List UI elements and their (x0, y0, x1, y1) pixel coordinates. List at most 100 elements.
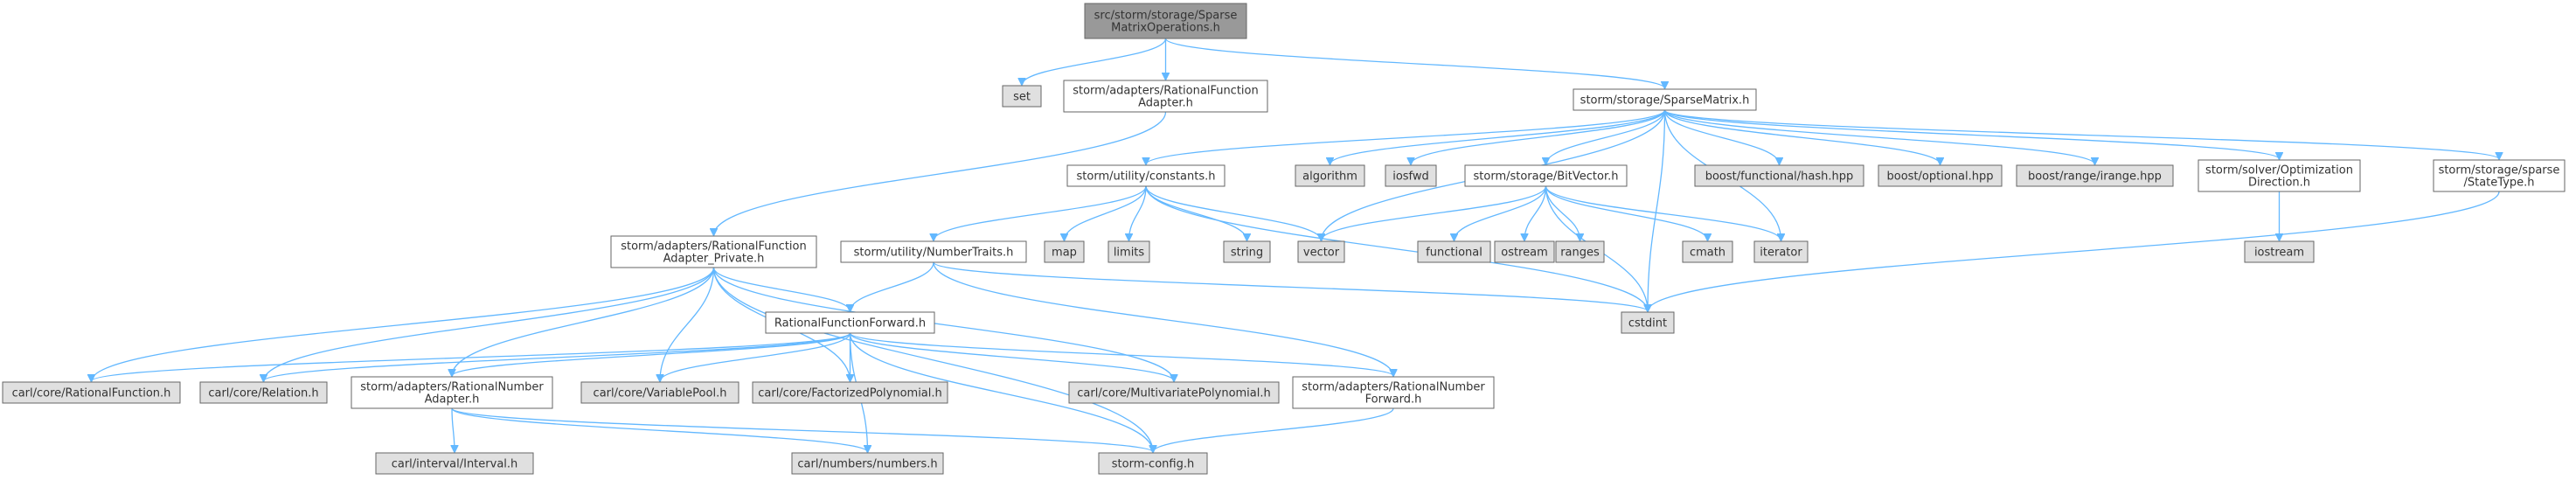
node-label: carl/interval/Interval.h (392, 458, 518, 471)
node-nt[interactable]: storm/utility/NumberTraits.h (840, 240, 1027, 263)
node-box (2198, 159, 2361, 192)
node-box (1694, 164, 1864, 187)
edge-cst-to-vector (1145, 185, 1322, 240)
node-set: set (1002, 85, 1042, 108)
node-sm[interactable]: storm/storage/SparseMatrix.h (1573, 88, 1757, 111)
node-label: iostream (2254, 247, 2304, 260)
node-box (1084, 3, 1247, 39)
edge-bv-to-ranges (1545, 185, 1580, 240)
node-label: functional (1426, 247, 1482, 260)
node-cst[interactable]: storm/utility/constants.h (1066, 164, 1226, 187)
node-label: storm/adapters/RationalFunction (1073, 85, 1259, 98)
node-bv[interactable]: storm/storage/BitVector.h (1464, 164, 1628, 187)
node-cvp: carl/core/VariablePool.h (580, 381, 739, 404)
edge-rfap-to-cmp (712, 267, 1175, 381)
node-ostream: ostream (1494, 240, 1555, 263)
node-label: RationalFunctionForward.h (774, 317, 926, 330)
edge-sm-to-algorithm (1330, 109, 1666, 164)
node-label: carl/core/RationalFunction.h (12, 387, 171, 400)
edge-sm-to-hash (1663, 109, 1780, 164)
node-label: storm-config.h (1112, 458, 1194, 471)
node-label: ostream (1501, 247, 1548, 260)
node-root[interactable]: src/storm/storage/SparseMatrixOperations… (1084, 3, 1247, 39)
edge-rff-to-cvp (660, 332, 851, 381)
node-label: cmath (1690, 247, 1725, 260)
node-box (1068, 381, 1280, 404)
node-rff[interactable]: RationalFunctionForward.h (765, 311, 935, 334)
node-label: storm/utility/constants.h (1077, 170, 1216, 184)
node-box (1753, 240, 1809, 263)
node-algorithm: algorithm (1295, 164, 1365, 187)
node-label: MatrixOperations.h (1111, 22, 1220, 35)
node-box (1555, 240, 1605, 263)
edge-bv-to-ostream (1524, 185, 1547, 240)
edge-sm-to-optional (1663, 109, 1941, 164)
node-sconf: storm-config.h (1098, 452, 1208, 475)
edge-rnf-to-sconf (1153, 407, 1394, 452)
node-box (1297, 240, 1345, 263)
node-label: carl/core/MultivariatePolynomial.h (1077, 387, 1271, 400)
node-label: src/storm/storage/Sparse (1094, 10, 1238, 23)
node-box (351, 376, 553, 409)
node-civ: carl/interval/Interval.h (375, 452, 534, 475)
edge-rna-to-sconf (451, 407, 1153, 452)
node-limits: limits (1107, 240, 1150, 263)
node-box (1621, 311, 1675, 334)
edge-cst-to-nt (934, 185, 1147, 240)
edge-sm-to-irange (1663, 109, 2095, 164)
edge-cst-to-map (1065, 185, 1147, 240)
node-box (1494, 240, 1555, 263)
edge-rna-to-civ (452, 407, 455, 452)
node-hash: boost/functional/hash.hpp (1694, 164, 1864, 187)
node-label: storm/adapters/RationalFunction (621, 240, 807, 254)
node-statetype[interactable]: storm/storage/sparse/StateType.h (2433, 159, 2566, 192)
edge-sm-to-bv (1546, 109, 1666, 164)
node-box (1292, 376, 1495, 409)
node-box (765, 311, 935, 334)
edge-sm-to-cst (1146, 109, 1666, 164)
edge-rfap-to-cvp (660, 267, 715, 381)
edge-sm-to-optdir (1663, 109, 2280, 159)
node-label: iterator (1760, 247, 1802, 260)
edge-rna-to-cnum (451, 407, 868, 452)
node-box (1464, 164, 1628, 187)
node-box (752, 381, 948, 404)
edge-root-to-sm (1164, 38, 1665, 88)
node-label: Forward.h (1365, 393, 1422, 407)
edge-rfap-to-rna (452, 267, 715, 376)
node-cnum: carl/numbers/numbers.h (791, 452, 944, 475)
edge-rfap-to-crf (92, 267, 715, 381)
node-rfap[interactable]: storm/adapters/RationalFunctionAdapter_P… (610, 235, 817, 268)
edge-rff-to-sconf (849, 332, 1154, 452)
node-irange: boost/range/irange.hpp (2016, 164, 2174, 187)
node-box (2433, 159, 2566, 192)
edge-bv-to-functional (1455, 185, 1547, 240)
node-box (1417, 240, 1491, 263)
node-label: cstdint (1628, 317, 1667, 330)
node-label: Adapter.h (1138, 97, 1193, 110)
edge-sm-to-statetype (1663, 109, 2500, 159)
node-label: storm/adapters/RationalNumber (360, 381, 544, 394)
node-label: Direction.h (2248, 177, 2310, 190)
node-box (1878, 164, 2003, 187)
node-box (1385, 164, 1437, 187)
edge-cst-to-cstdint (1145, 185, 1648, 311)
node-label: storm/storage/SparseMatrix.h (1580, 94, 1750, 108)
node-label: storm/adapters/RationalNumber (1302, 381, 1485, 394)
node-box (2, 381, 181, 404)
node-label: vector (1303, 247, 1340, 260)
node-label: storm/solver/Optimization (2205, 164, 2353, 177)
node-box (1295, 164, 1365, 187)
node-label: carl/core/VariablePool.h (594, 387, 727, 400)
node-crel: carl/core/Relation.h (199, 381, 328, 404)
edge-rfa-to-rfap (714, 111, 1167, 235)
node-label: storm/storage/BitVector.h (1474, 170, 1619, 184)
edge-bv-to-vector (1322, 185, 1547, 240)
node-label: carl/core/Relation.h (208, 387, 318, 400)
edge-bv-to-iterator (1545, 185, 1781, 240)
node-label: Adapter.h (425, 393, 480, 407)
